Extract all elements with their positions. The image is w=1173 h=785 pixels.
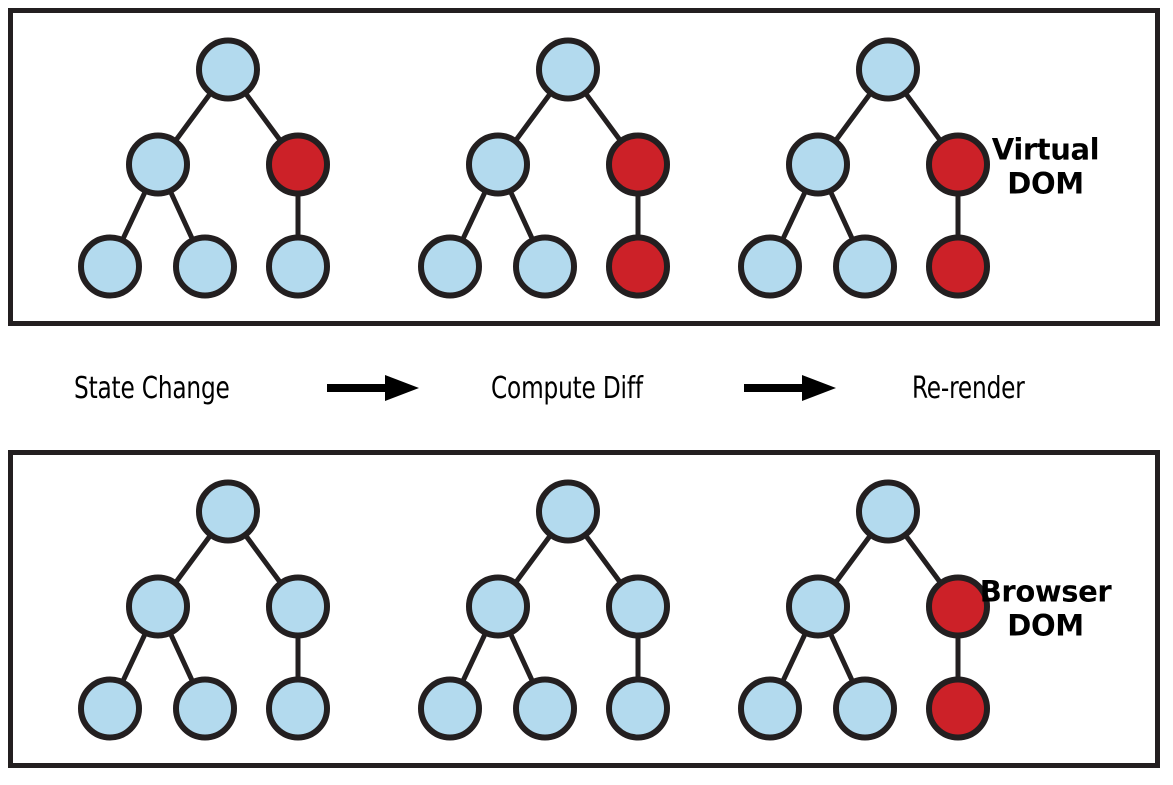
tree-node-blue xyxy=(418,234,482,299)
tree-node-blue xyxy=(173,676,237,741)
tree-node-blue xyxy=(786,574,850,639)
tree-node-blue xyxy=(833,234,897,299)
panel-browser-dom: Browser DOM xyxy=(8,450,1160,768)
tree-node-blue xyxy=(266,676,330,741)
tree-node-blue xyxy=(78,676,142,741)
tree-node-blue xyxy=(266,234,330,299)
tree-node-blue xyxy=(606,574,670,639)
tree-node-red xyxy=(266,132,330,197)
panel-label-virtual-dom: Virtual DOM xyxy=(991,132,1100,200)
flow-step-state-change: State Change xyxy=(74,370,230,406)
tree-node-blue xyxy=(856,37,920,102)
tree-virtual-compute-diff xyxy=(373,35,673,300)
tree-node-blue xyxy=(196,479,260,544)
tree-browser-state-change xyxy=(33,477,333,742)
flow-step-compute-diff: Compute Diff xyxy=(490,370,643,406)
tree-node-blue xyxy=(856,479,920,544)
tree-node-red xyxy=(926,676,990,741)
tree-virtual-re-render xyxy=(693,35,993,300)
tree-node-red xyxy=(606,234,670,299)
tree-node-blue xyxy=(786,132,850,197)
tree-node-blue xyxy=(513,234,577,299)
tree-node-blue xyxy=(738,234,802,299)
tree-node-blue xyxy=(126,574,190,639)
panel-label-browser-dom: Browser DOM xyxy=(979,574,1112,642)
tree-browser-re-render xyxy=(693,477,993,742)
tree-node-blue xyxy=(513,676,577,741)
tree-node-blue xyxy=(606,676,670,741)
tree-node-red xyxy=(606,132,670,197)
tree-node-blue xyxy=(78,234,142,299)
tree-node-blue xyxy=(466,574,530,639)
tree-node-blue xyxy=(738,676,802,741)
tree-node-red xyxy=(926,132,990,197)
tree-node-blue xyxy=(266,574,330,639)
tree-node-blue xyxy=(466,132,530,197)
panel-virtual-dom: Virtual DOM xyxy=(8,8,1160,326)
tree-node-blue xyxy=(418,676,482,741)
tree-virtual-state-change xyxy=(33,35,333,300)
flow-row: State Change Compute Diff Re-render xyxy=(8,326,1160,450)
arrow-right-icon-2 xyxy=(743,373,836,403)
tree-node-blue xyxy=(833,676,897,741)
tree-node-red xyxy=(926,234,990,299)
tree-node-blue xyxy=(173,234,237,299)
tree-node-blue xyxy=(126,132,190,197)
tree-browser-compute-diff xyxy=(373,477,673,742)
tree-node-blue xyxy=(536,37,600,102)
tree-node-red xyxy=(926,574,990,639)
tree-node-blue xyxy=(536,479,600,544)
tree-node-blue xyxy=(196,37,260,102)
flow-step-re-render: Re-render xyxy=(911,370,1025,406)
arrow-right-icon-1 xyxy=(326,373,419,403)
